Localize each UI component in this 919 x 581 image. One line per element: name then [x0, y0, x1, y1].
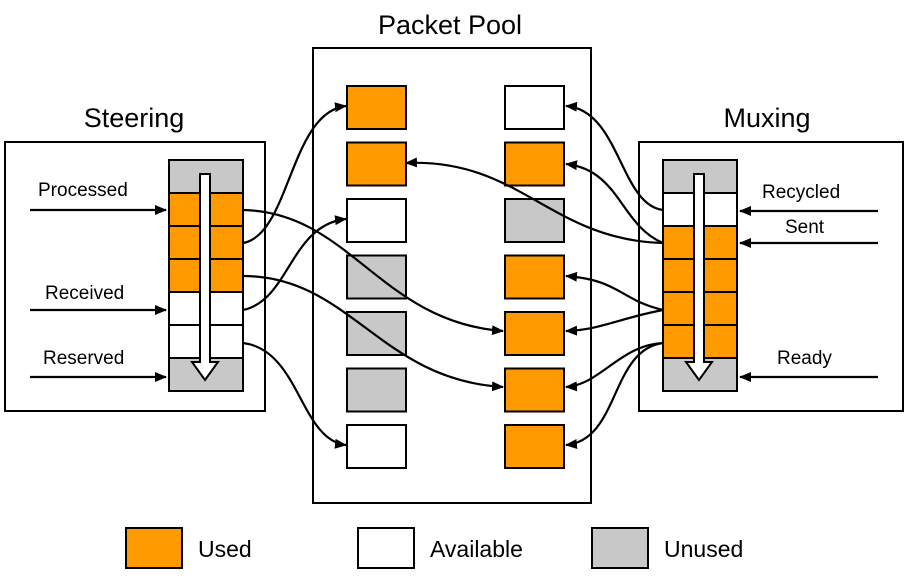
steering-title: Steering [84, 103, 185, 133]
pool-left-column [346, 85, 407, 469]
muxing-title: Muxing [723, 103, 810, 133]
steering-to-pool-arrow-3 [242, 274, 504, 392]
processed-label: Processed [38, 180, 128, 201]
pool-left-cell-2 [346, 141, 407, 187]
muxing-to-pool-arrow-1 [565, 101, 664, 212]
pool-right-cell-7 [504, 424, 565, 469]
legend-available-swatch [357, 527, 415, 569]
pool-right-cell-1 [504, 85, 565, 130]
pool-right-cell-4 [504, 254, 565, 300]
pool-left-cell-6 [346, 367, 407, 413]
pool-right-cell-2 [504, 141, 565, 187]
muxing-to-pool-arrow-3 [405, 157, 664, 245]
sent-label: Sent [785, 217, 825, 238]
pool-left-cell-1 [346, 85, 407, 130]
pool-right-cell-6 [504, 367, 565, 413]
ready-label: Ready [777, 348, 832, 369]
pool-right-cell-3 [504, 198, 565, 243]
muxing-to-pool-arrow-4 [565, 271, 664, 312]
legend-available-label: Available [430, 536, 523, 562]
muxing-to-pool-arrow-5 [565, 308, 664, 336]
pool-right-column [504, 85, 565, 469]
muxing-to-pool-arrow-7 [565, 341, 664, 449]
legend-unused-swatch [591, 527, 649, 569]
pool-left-cell-7 [346, 424, 407, 469]
legend-used-label: Used [198, 536, 252, 562]
pool-left-cell-3 [346, 198, 407, 243]
legend-unused-label: Unused [664, 536, 743, 562]
recycled-label: Recycled [762, 182, 840, 203]
reserved-label: Reserved [43, 348, 124, 369]
pool-left-cell-5 [346, 311, 407, 356]
steering-down-arrow-icon [190, 173, 220, 382]
received-label: Received [45, 283, 124, 304]
steering-to-pool-arrow-4 [242, 215, 347, 312]
muxing-down-arrow-icon [684, 173, 714, 382]
legend-used-swatch [125, 527, 183, 569]
muxing-to-pool-arrow-2 [565, 160, 664, 245]
muxing-to-pool-arrow-6 [565, 341, 664, 392]
steering-to-pool-arrow-1 [242, 102, 347, 245]
steering-to-pool-arrow-5 [242, 341, 347, 449]
pool-title: Packet Pool [378, 10, 522, 40]
pool-right-cell-5 [504, 311, 565, 356]
steering-to-pool-arrow-2 [242, 208, 504, 336]
